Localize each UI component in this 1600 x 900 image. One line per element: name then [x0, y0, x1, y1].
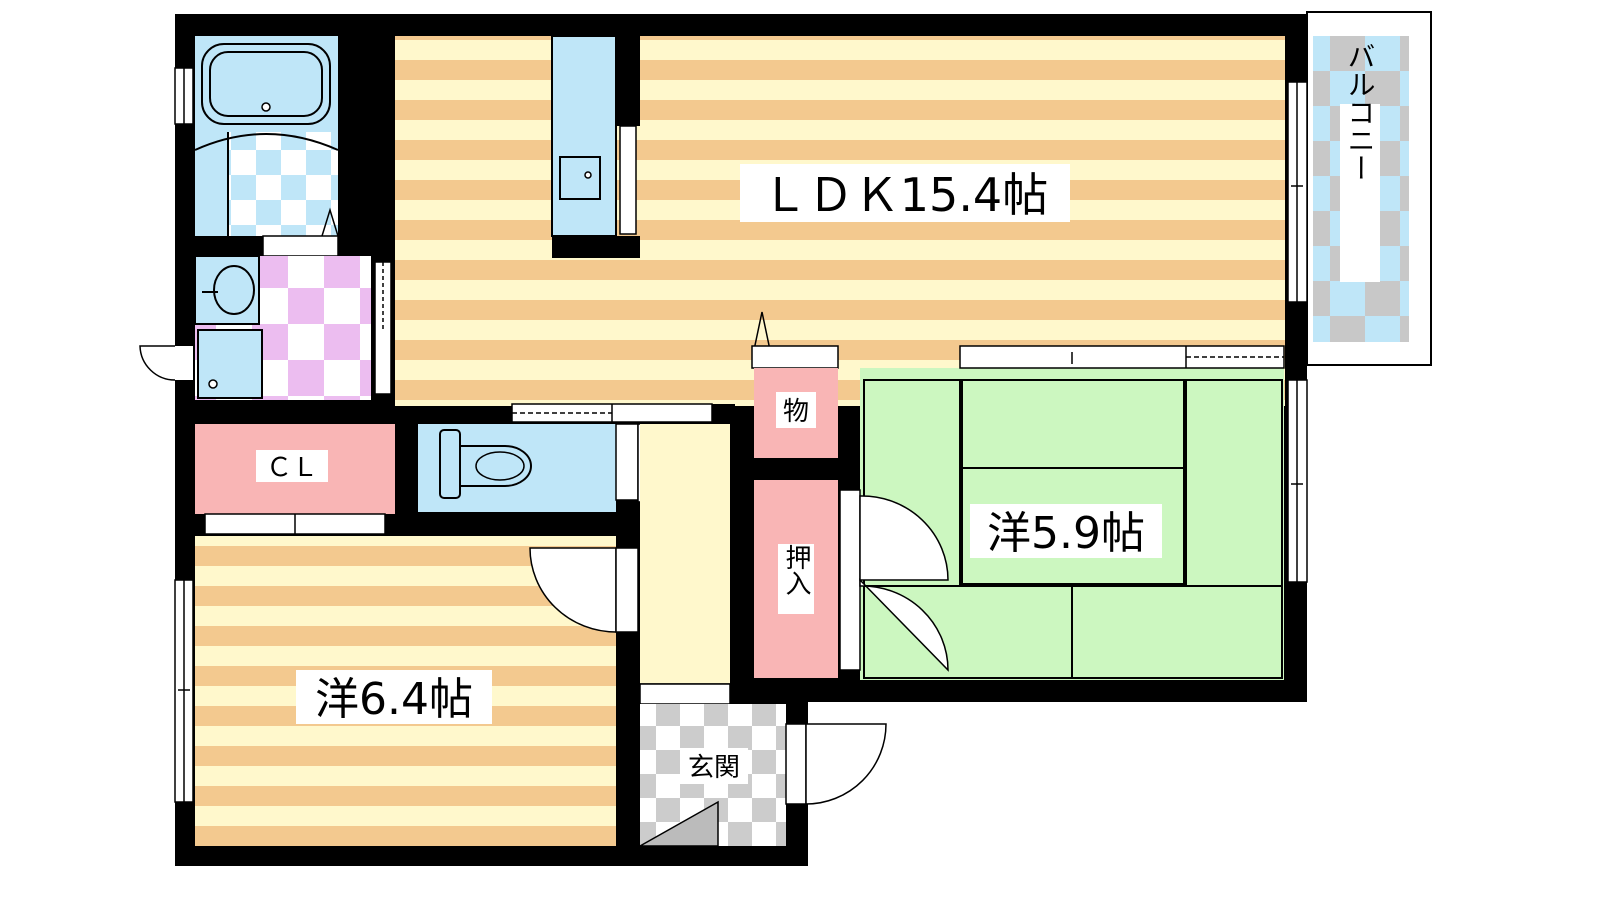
- western-small-label-bg: [970, 504, 1162, 558]
- balcony-label-bg: [1340, 104, 1380, 282]
- kitchen-counter: [551, 35, 640, 258]
- oshiire-label: 押入: [781, 544, 811, 596]
- western-large-label: 洋6.4帖: [315, 674, 473, 725]
- ldk-label: ＬＤＫ15.4帖: [762, 168, 1048, 222]
- closet-label-bg: [256, 450, 328, 482]
- entrance-label: 玄関: [688, 753, 740, 783]
- washroom: [139, 255, 395, 400]
- western-small-label: 洋5.9帖: [987, 508, 1145, 559]
- hallway-floor: [640, 424, 730, 684]
- entrance: [637, 704, 887, 847]
- balcony-label: バルコニー: [1344, 42, 1377, 182]
- entrance-label-bg: [680, 748, 748, 784]
- oshiire-label-bg: [778, 544, 814, 614]
- bathroom: [174, 36, 395, 257]
- room-labels: ＬＤＫ15.4帖 洋6.4帖 洋5.9帖 ＣＬ 物 押入 玄関 バルコニー: [256, 42, 1380, 784]
- closet-label: ＣＬ: [266, 453, 318, 483]
- japanese-room: [839, 345, 1308, 680]
- ldk-balcony-window: [1287, 81, 1308, 303]
- ldk-sliding-door: [511, 403, 735, 423]
- western-large-label-bg: [296, 670, 492, 724]
- storage-label: 物: [783, 397, 809, 427]
- storage-label-bg: [776, 392, 816, 428]
- ldk-label-bg: [740, 164, 1070, 222]
